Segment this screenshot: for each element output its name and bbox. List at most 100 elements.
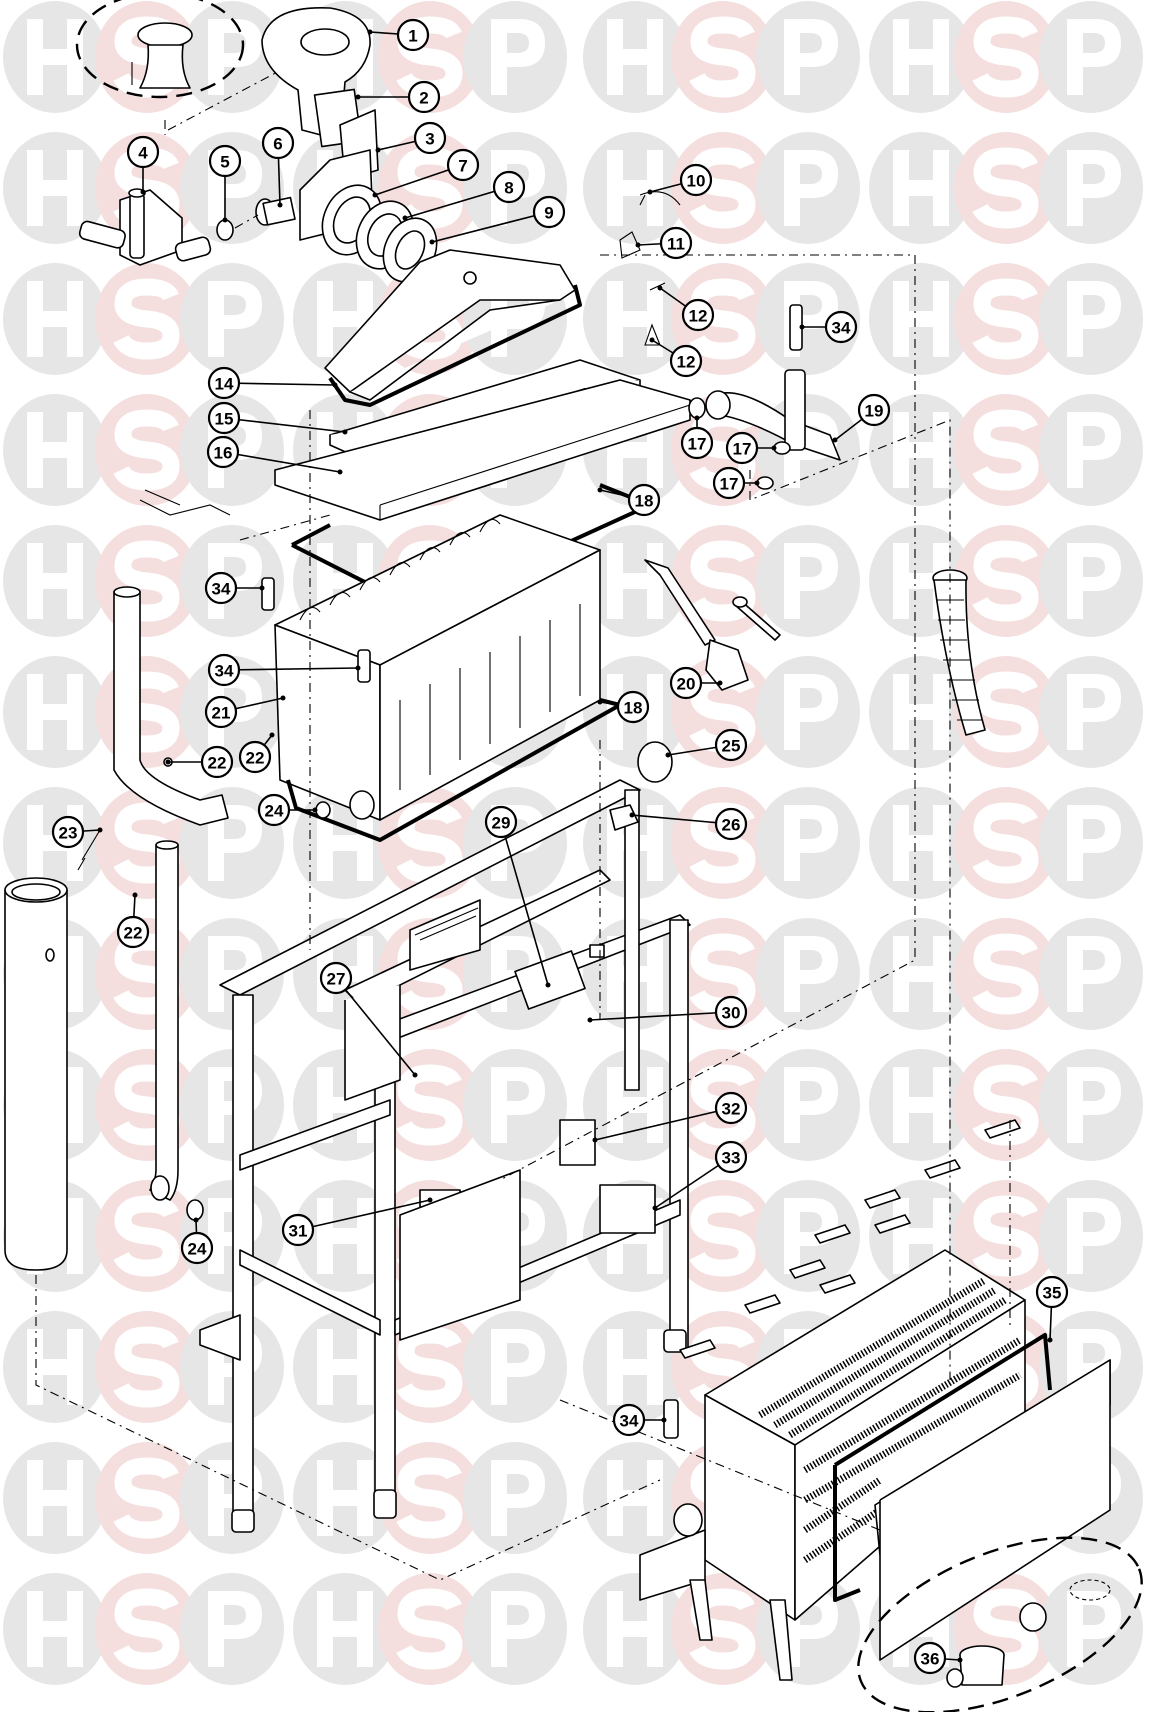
leader-dot: [694, 415, 700, 421]
callout-12: 12: [669, 344, 703, 378]
watermark-badge: [1039, 1049, 1143, 1161]
watermark-letter-glyph: [208, 936, 262, 1012]
callout-circle: [627, 483, 661, 517]
watermark-badge: [583, 263, 687, 375]
leader-dot: [661, 1417, 667, 1423]
watermark-badge: [463, 1442, 567, 1554]
watermark-badge: [756, 132, 860, 244]
callout-circle: [180, 1231, 214, 1265]
callout-12: 12: [681, 298, 715, 332]
leader-dot: [312, 807, 318, 813]
callout-circle: [532, 195, 566, 229]
watermark-badge: [3, 1, 107, 113]
pipe-19-part: [619, 191, 841, 490]
callout-number: 34: [832, 319, 851, 338]
watermark-letter-glyph: [972, 540, 1039, 622]
watermark-badge: [756, 1049, 860, 1161]
callout-circle: [261, 126, 295, 160]
watermark-badge: [756, 525, 860, 637]
watermark-letter-glyph: [113, 1326, 180, 1408]
watermark-letter-glyph: [972, 802, 1039, 884]
callout-number: 22: [246, 749, 265, 768]
callout-7: 7: [446, 148, 480, 182]
watermark-letter-glyph: [784, 19, 838, 95]
callout-29: 29: [484, 805, 518, 839]
callout-10: 10: [679, 163, 713, 197]
callout-circle: [116, 915, 150, 949]
leader-dot: [545, 982, 551, 988]
leader-dot: [832, 437, 838, 443]
watermark-badge: [756, 918, 860, 1030]
callout-number: 22: [208, 754, 227, 773]
watermark-badge: [180, 263, 284, 375]
watermark-letter-glyph: [689, 16, 756, 98]
watermark-badge: [954, 1180, 1058, 1292]
watermark-badge: [378, 1442, 482, 1554]
callout-number: 24: [188, 1240, 207, 1259]
callout-5: 5: [208, 144, 242, 178]
callout-number: 25: [722, 737, 741, 756]
watermark-badge: [954, 1049, 1058, 1161]
callout-1: 1: [396, 18, 430, 52]
watermark-badge: [954, 263, 1058, 375]
watermark-badge: [463, 1573, 567, 1685]
watermark-letter-glyph: [113, 1064, 180, 1146]
callout-24: 24: [257, 793, 291, 827]
callout-circle: [396, 18, 430, 52]
watermark-letter-glyph: [113, 16, 180, 98]
watermark-letter-glyph: [972, 1064, 1039, 1146]
leader-dot: [280, 695, 286, 701]
leader-dot: [277, 202, 283, 208]
leader-line: [297, 1199, 431, 1231]
watermark-letter-glyph: [784, 150, 838, 226]
callout-3: 3: [413, 121, 447, 155]
watermark-letter-glyph: [893, 150, 949, 226]
watermark-letter-glyph: [113, 802, 180, 884]
watermark-badge: [583, 1442, 687, 1554]
gasket-14: [328, 284, 582, 407]
watermark-badge: [1039, 525, 1143, 637]
callout-16: 16: [206, 435, 240, 469]
callout-22: 22: [116, 915, 150, 949]
watermark-letter-glyph: [784, 543, 838, 619]
watermark-letter-glyph: [208, 19, 262, 95]
callout-18: 18: [616, 690, 650, 724]
watermark-letter-glyph: [689, 1588, 756, 1670]
callout-number: 2: [419, 89, 428, 108]
leader-line: [223, 667, 359, 671]
watermark-letter-glyph: [689, 147, 756, 229]
leader-dot: [657, 285, 663, 291]
leader-dot: [587, 1017, 593, 1023]
callout-number: 17: [733, 440, 752, 459]
callout-circle: [659, 226, 693, 260]
watermark-letter-glyph: [1067, 281, 1121, 357]
watermark-letter-glyph: [1067, 412, 1121, 488]
callout-number: 20: [677, 675, 696, 694]
leader-dot: [957, 1657, 963, 1663]
callout-circle: [913, 1641, 947, 1675]
watermark-letter-glyph: [27, 412, 83, 488]
heat-exchanger-part: [261, 514, 601, 821]
watermark-letter-glyph: [27, 1591, 83, 1667]
watermark-letter-glyph: [27, 1460, 83, 1536]
leader-dot: [342, 429, 348, 435]
callout-circle: [126, 135, 160, 169]
watermark-letter-glyph: [607, 1329, 663, 1405]
watermark-letter-glyph: [893, 1067, 949, 1143]
watermark-badge: [869, 394, 973, 506]
callout-number: 4: [138, 144, 148, 163]
watermark-badge: [1039, 394, 1143, 506]
leader-dot: [647, 189, 653, 195]
callout-circle: [669, 344, 703, 378]
callout-number: 34: [215, 662, 234, 681]
leader-dot: [771, 445, 777, 451]
watermark-letter-glyph: [396, 1326, 463, 1408]
watermark-letter-glyph: [491, 1460, 545, 1536]
watermark-letter-glyph: [972, 933, 1039, 1015]
venturi-part: [131, 22, 193, 89]
watermark-badge: [293, 1311, 397, 1423]
watermark-letter-glyph: [1067, 150, 1121, 226]
leader-dot: [427, 1197, 433, 1203]
callout-19: 19: [857, 393, 891, 427]
